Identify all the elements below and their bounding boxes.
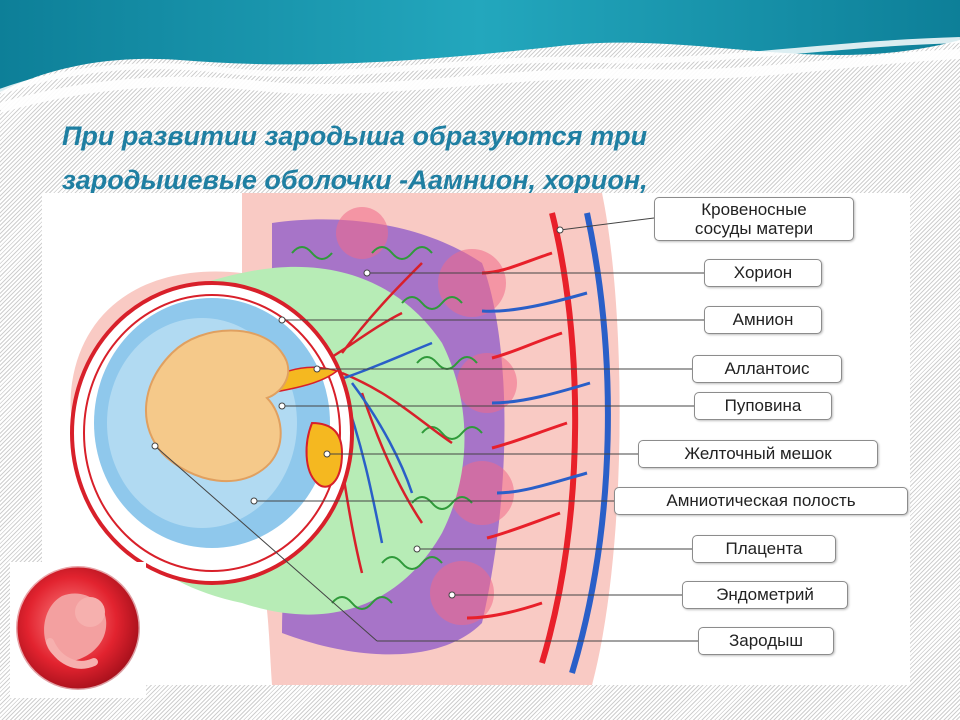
title-line-2: зародышевые оболочки -Аамнион, хорион, — [62, 165, 648, 195]
header-wave-decoration — [0, 0, 960, 113]
label-blood-vessels-line-2: сосуды матери — [694, 219, 814, 238]
placenta-lobes — [336, 207, 517, 625]
diagram-illustration — [70, 193, 704, 685]
label-embryo: Зародыш — [698, 627, 834, 655]
chorionic-villi — [291, 246, 483, 610]
label-yolk-sac: Желточный мешок — [638, 440, 878, 468]
embryo-shape — [145, 329, 290, 483]
maternal-vein — [569, 212, 611, 674]
embryo-thumbnail-image — [14, 564, 142, 692]
spiral-veins — [481, 291, 591, 495]
umbilical-vessels-red — [281, 262, 453, 574]
page-title: При развитии зародыша образуются три зар… — [62, 114, 922, 202]
leader-dots — [151, 226, 564, 599]
maternal-artery — [539, 212, 579, 664]
spiral-arteries — [466, 251, 568, 620]
title-line-1: При развитии зародыша образуются три — [62, 121, 648, 151]
leader-lines — [154, 217, 704, 642]
label-allantois: Аллантоис — [692, 355, 842, 383]
label-blood-vessels: Кровеносные сосуды матери — [654, 197, 854, 241]
label-chorion: Хорион — [704, 259, 822, 287]
label-amniotic-cavity: Амниотическая полость — [614, 487, 908, 515]
embryo-membranes-diagram: Кровеносные сосуды матери Хорион Амнион … — [42, 193, 910, 685]
label-placenta: Плацента — [692, 535, 836, 563]
embryo-thumbnail — [10, 562, 146, 698]
label-amnion: Амнион — [704, 306, 822, 334]
label-blood-vessels-line-1: Кровеносные — [701, 200, 807, 219]
label-umbilical-cord: Пуповина — [694, 392, 832, 420]
label-endometrium: Эндометрий — [682, 581, 848, 609]
